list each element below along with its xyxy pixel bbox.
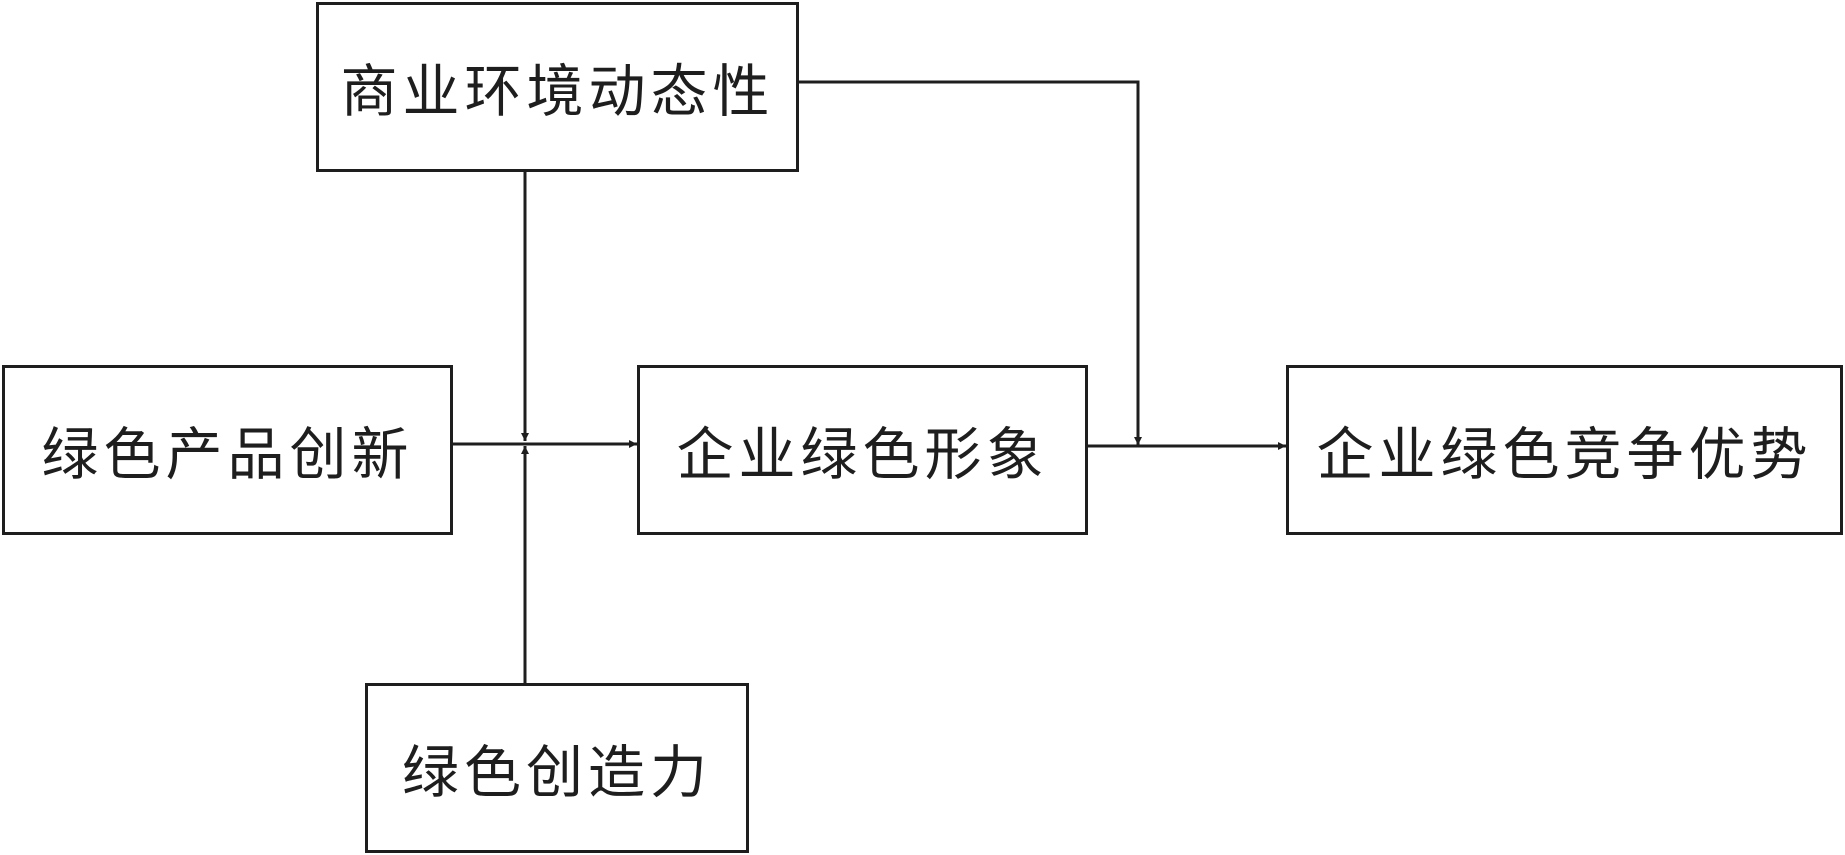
node-business-environment-dynamism: 商业环境动态性 [316, 2, 799, 172]
node-green-creativity: 绿色创造力 [365, 683, 749, 853]
node-green-competitive-advantage: 企业绿色竞争优势 [1286, 365, 1843, 535]
node-green-product-innovation: 绿色产品创新 [2, 365, 453, 535]
arrow-env-to-image-path [799, 80, 1142, 445]
node-green-creativity-label: 绿色创造力 [402, 740, 712, 806]
node-green-product-innovation-label: 绿色产品创新 [41, 422, 414, 488]
node-business-environment-dynamism-label: 商业环境动态性 [340, 59, 775, 125]
node-corporate-green-image-label: 企业绿色形象 [676, 422, 1049, 488]
node-green-competitive-advantage-label: 企业绿色竞争优势 [1316, 422, 1813, 488]
node-corporate-green-image: 企业绿色形象 [637, 365, 1088, 535]
